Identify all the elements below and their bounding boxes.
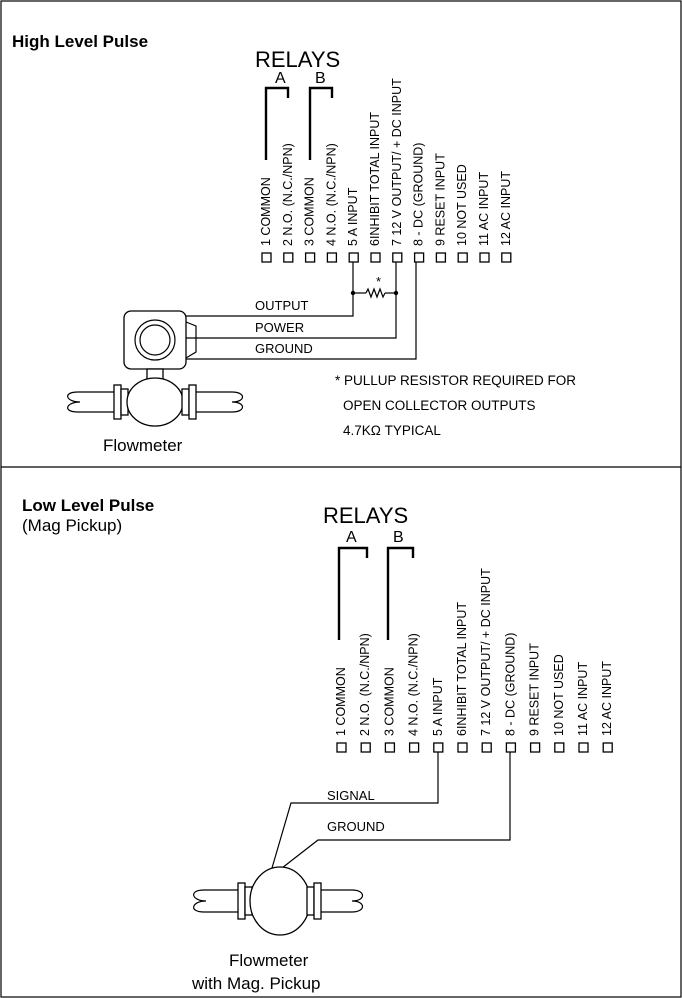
terminal-label-5: 5 A INPUT [431, 677, 445, 736]
wire-label-ground: GROUND [255, 341, 313, 356]
terminal-label-4: 4 N.O. (N.C./NPN) [407, 633, 421, 736]
terminal-3 [384, 742, 396, 753]
panel-title: High Level Pulse [12, 32, 148, 51]
terminal-label-10: 10 NOT USED [455, 164, 469, 246]
terminal-label-12: 12 AC INPUT [600, 661, 614, 736]
terminal-4 [408, 742, 420, 753]
terminal-label-8: 8 - DC (GROUND) [412, 143, 426, 246]
signal-wire [271, 752, 439, 869]
terminal-label-12: 12 AC INPUT [499, 171, 513, 246]
terminal-6 [370, 252, 381, 263]
terminal-7 [481, 742, 492, 753]
output-wire [186, 262, 354, 317]
terminal-1 [336, 742, 347, 753]
power-wire [186, 262, 397, 339]
ground-wire [186, 262, 417, 360]
terminal-1 [261, 252, 272, 263]
flowmeter-label: Flowmeter [229, 951, 309, 970]
high-level-pulse-panel: High Level Pulse RELAYS A B 1 COMMON 2 N.… [12, 32, 576, 455]
terminal-8 [505, 742, 517, 753]
relays-label: RELAYS [255, 47, 340, 72]
terminal-9 [435, 252, 447, 263]
terminal-label-1: 1 COMMON [334, 667, 348, 736]
terminal-2 [283, 252, 294, 263]
terminal-4 [326, 252, 338, 263]
terminal-5 [433, 742, 444, 753]
relays-label: RELAYS [323, 503, 408, 528]
relay-b-bracket [308, 86, 334, 160]
terminal-labels: 1 COMMON 2 N.O. (N.C./NPN) 3 COMMON 4 N.O. … [334, 568, 614, 736]
low-level-pulse-panel: Low Level Pulse (Mag Pickup) RELAYS A B … [22, 496, 614, 993]
relay-b-label: B [393, 529, 404, 546]
terminal-labels: 1 COMMON 2 N.O. (N.C./NPN) 3 COMMON 4 N.O. … [259, 78, 513, 246]
relay-b-label: B [315, 70, 326, 87]
terminal-10 [457, 252, 468, 263]
wire-label-ground: GROUND [327, 819, 385, 834]
terminal-label-3: 3 COMMON [303, 177, 317, 246]
terminal-label-3: 3 COMMON [382, 667, 396, 736]
flowmeter-icon [67, 310, 244, 427]
terminal-label-1: 1 COMMON [259, 177, 273, 246]
terminal-9 [529, 742, 541, 753]
terminal-label-8: 8 - DC (GROUND) [503, 633, 517, 736]
resistor-asterisk: * [376, 274, 381, 289]
terminal-6 [457, 742, 468, 753]
terminal-12 [501, 252, 512, 263]
terminal-11 [578, 742, 589, 753]
terminal-label-2: 2 N.O. (N.C./NPN) [358, 633, 372, 736]
terminal-8 [413, 252, 425, 263]
panel-title: Low Level Pulse [22, 496, 154, 515]
note-line-2: OPEN COLLECTOR OUTPUTS [343, 398, 536, 413]
relay-b-bracket [386, 546, 415, 640]
relay-a-label: A [346, 529, 357, 546]
wire-label-power: POWER [255, 320, 304, 335]
ground-wire [281, 752, 511, 869]
terminal-12 [602, 742, 613, 753]
pullup-resistor [350, 287, 399, 299]
terminal-label-5: 5 A INPUT [346, 187, 360, 246]
note-line-1: * PULLUP RESISTOR REQUIRED FOR [335, 373, 576, 388]
terminal-label-2: 2 N.O. (N.C./NPN) [281, 143, 295, 246]
terminal-11 [479, 252, 490, 263]
terminal-label-9: 9 RESET INPUT [528, 643, 542, 736]
terminal-label-11: 11 AC INPUT [477, 172, 491, 246]
terminal-label-7: 7 12 V OUTPUT/ + DC INPUT [479, 568, 493, 736]
relay-a-bracket [337, 546, 369, 640]
terminal-label-6: 6INHIBIT TOTAL INPUT [368, 112, 382, 246]
terminal-label-6: 6INHIBIT TOTAL INPUT [455, 602, 469, 736]
terminal-3 [304, 252, 316, 263]
terminal-10 [554, 742, 565, 753]
wire-label-signal: SIGNAL [327, 788, 375, 803]
relay-a-bracket [264, 86, 290, 160]
flowmeter-label-line2: with Mag. Pickup [191, 974, 321, 993]
note-line-3: 4.7KΩ TYPICAL [343, 423, 441, 438]
terminal-label-4: 4 N.O. (N.C./NPN) [324, 143, 338, 246]
terminal-blocks [261, 252, 512, 263]
terminal-label-11: 11 AC INPUT [576, 662, 590, 736]
relay-a-label: A [275, 70, 286, 87]
terminal-label-7: 7 12 V OUTPUT/ + DC INPUT [390, 78, 404, 246]
panel-subtitle: (Mag Pickup) [22, 516, 122, 535]
mag-pickup-flowmeter-icon [193, 866, 364, 936]
flowmeter-label: Flowmeter [103, 436, 183, 455]
terminal-label-9: 9 RESET INPUT [433, 153, 447, 246]
terminal-2 [360, 742, 371, 753]
terminal-label-10: 10 NOT USED [552, 654, 566, 736]
wire-label-output: OUTPUT [255, 298, 309, 313]
terminal-blocks [336, 742, 613, 753]
terminal-7 [392, 252, 403, 263]
terminal-5 [348, 252, 359, 263]
